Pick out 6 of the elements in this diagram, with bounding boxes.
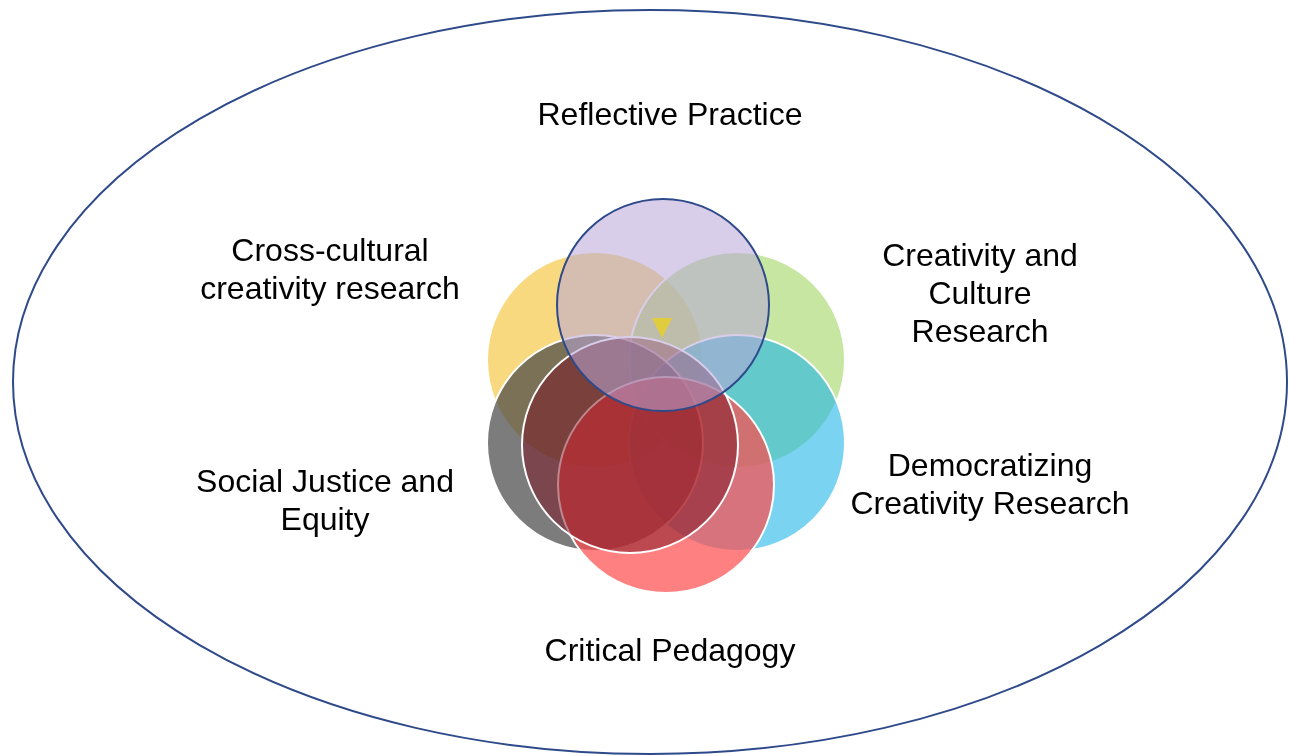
topic-label: Critical Pedagogy [543, 631, 797, 669]
topic-label: Democratizing Creativity Research [850, 446, 1130, 522]
topic-label: Cross-cultural creativity research [199, 231, 461, 307]
topic-label: Social Justice and Equity [195, 462, 455, 538]
topic-label: Reflective Practice [536, 95, 804, 133]
topic-label: Creativity and Culture Research [881, 236, 1079, 350]
